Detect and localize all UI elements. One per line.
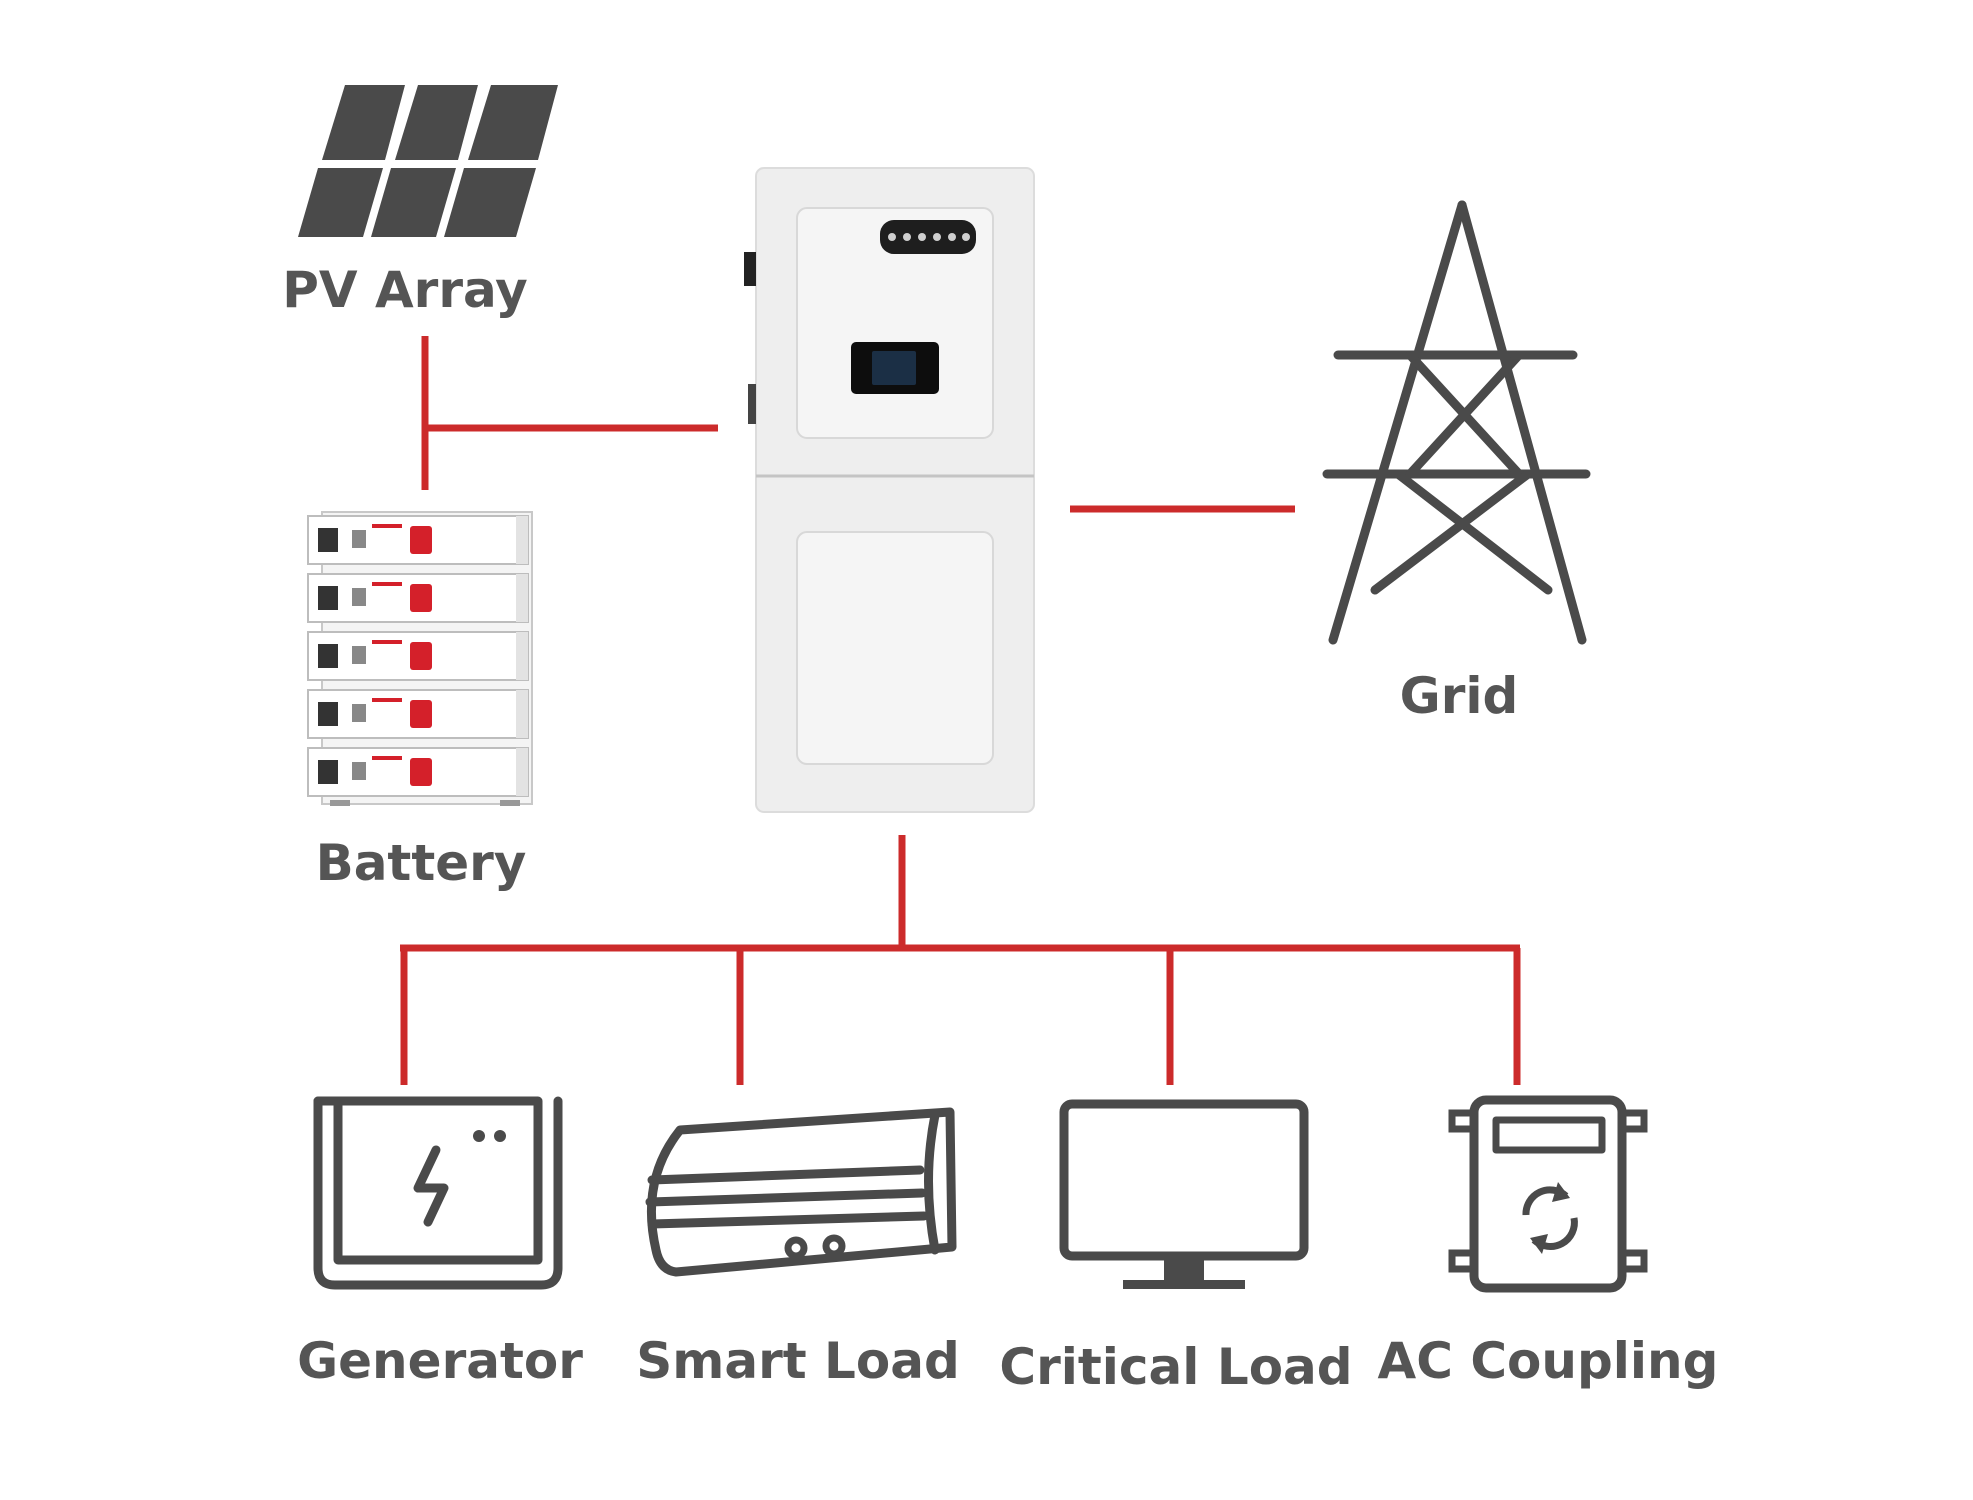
battery-module [307,573,529,623]
generator-label: Generator [297,1332,583,1390]
transmission-tower-icon [1322,200,1591,645]
battery-module [307,747,529,797]
smart-load-label: Smart Load [636,1332,960,1390]
connection-wires [400,336,1521,1085]
critical-load-label: Critical Load [999,1338,1352,1396]
monitor-icon [1059,1099,1309,1289]
battery-module [307,515,529,565]
indicator-strip [880,220,976,254]
ac-coupling-label: AC Coupling [1378,1332,1719,1390]
battery-module [307,631,529,681]
battery-module [307,689,529,739]
grid-label: Grid [1400,667,1519,725]
generator-icon [313,1096,563,1290]
hybrid-inverter-icon [744,167,1035,813]
battery-label: Battery [316,834,527,892]
pv-array-label: PV Array [282,261,528,319]
air-conditioner-icon [645,1107,957,1277]
solar-panel-icon [298,85,558,237]
ac-coupling-meter-icon [1448,1095,1648,1293]
battery-rack-icon [307,511,533,806]
